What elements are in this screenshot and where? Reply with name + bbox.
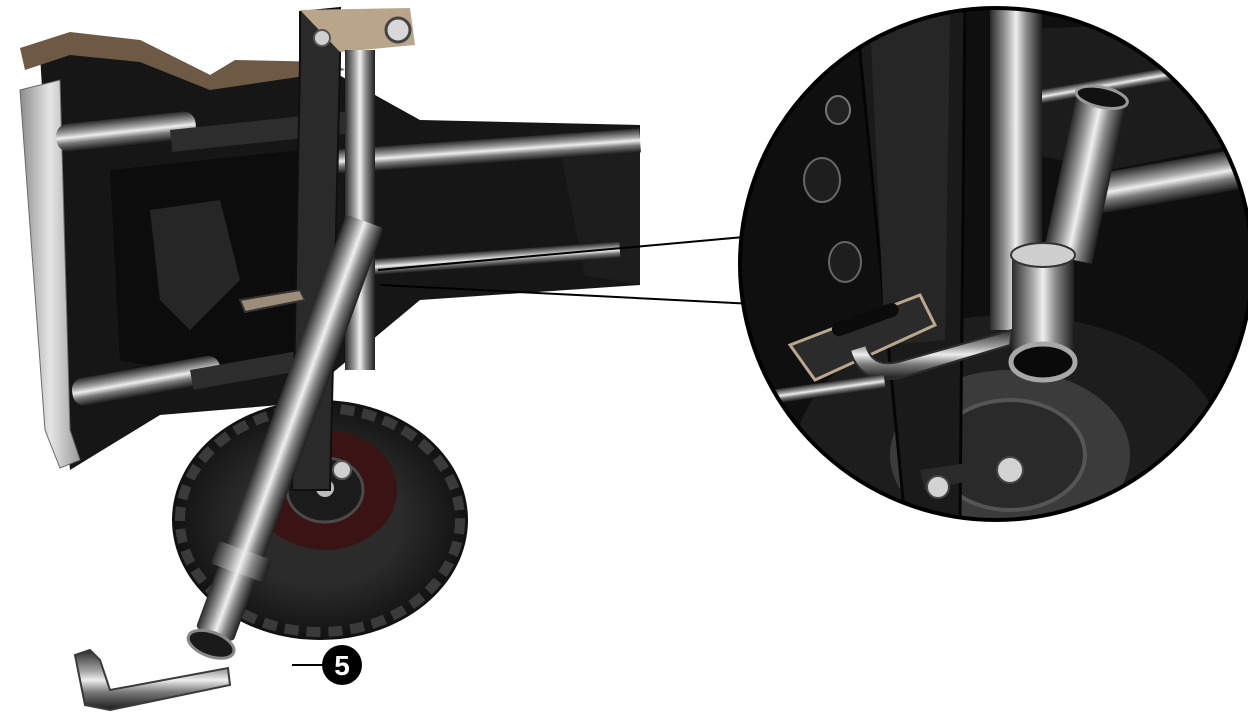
inset-axle-sleeve [1043, 87, 1128, 264]
lower-frame-rail [330, 241, 621, 278]
bracket-bolt-2 [384, 16, 412, 44]
handle-cross-bar-top [56, 111, 196, 152]
zoom-line-top [377, 236, 745, 271]
main-assembly [19, 6, 641, 712]
housing-tan-edge [20, 32, 345, 90]
inset-locking-pin [848, 328, 1014, 381]
zoom-line-bottom [379, 284, 755, 305]
handle-cross-bar-bottom [71, 355, 221, 406]
locking-pin-upper [238, 288, 307, 314]
inset-lower-sleeve [1012, 250, 1074, 365]
axle-tube [186, 215, 383, 660]
upper-frame-rail [330, 128, 641, 174]
magnified-detail-inset [738, 6, 1248, 522]
callout-5-label: 5 [334, 650, 350, 681]
handle-grip-bottom [190, 347, 322, 390]
inset-border [738, 6, 1248, 522]
housing-detail [150, 200, 240, 330]
bracket-bolt-1 [313, 29, 331, 47]
callout-5-badge [322, 645, 362, 685]
handle-bar [19, 79, 81, 469]
callout-5: 5 [322, 645, 362, 685]
bracket-bolt-3 [332, 460, 352, 480]
hitch-pin [73, 648, 232, 712]
bracket-head [300, 8, 415, 52]
